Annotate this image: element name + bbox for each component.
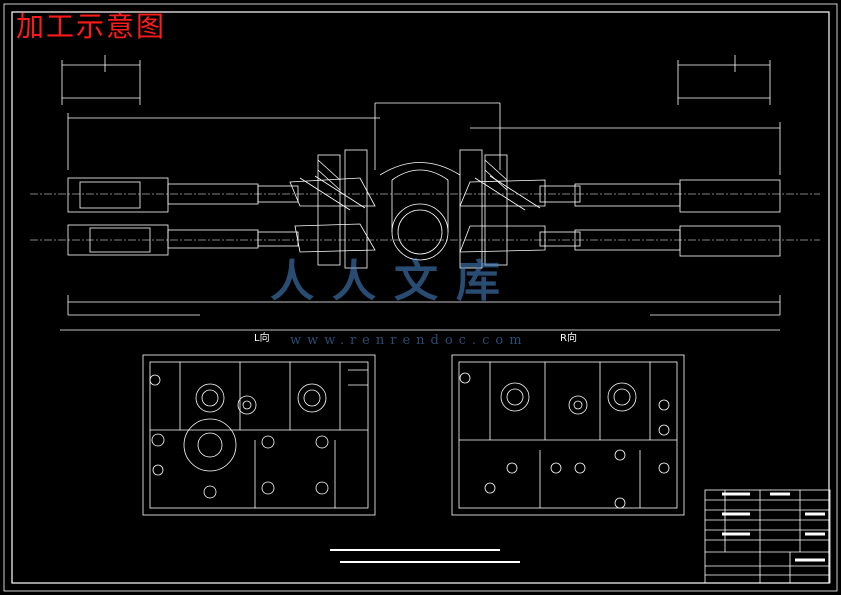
watermark-logo: 人人文库: [270, 256, 518, 307]
inner-frame: [11, 11, 830, 584]
workpiece-center: [379, 162, 461, 261]
section-view-right: [451, 354, 685, 516]
title-block: [704, 489, 831, 584]
left-spindle-upper: [67, 175, 376, 213]
right-spindle-lower: [459, 225, 781, 257]
outer-frame: [3, 3, 838, 592]
section-view-left: [142, 354, 376, 516]
dimension-block-right: [677, 55, 771, 105]
page-title: 加工示意图: [16, 10, 167, 43]
view-label-right: R向: [560, 333, 577, 344]
dimension-block-left: [61, 55, 141, 105]
right-spindle-upper: [459, 175, 781, 213]
fixture-plate-right: [484, 154, 508, 266]
fixture-plate-left: [317, 154, 341, 266]
watermark-url: www.renrendoc.com: [290, 333, 528, 348]
view-label-left: L向: [254, 333, 270, 344]
left-spindle-lower: [67, 223, 376, 256]
